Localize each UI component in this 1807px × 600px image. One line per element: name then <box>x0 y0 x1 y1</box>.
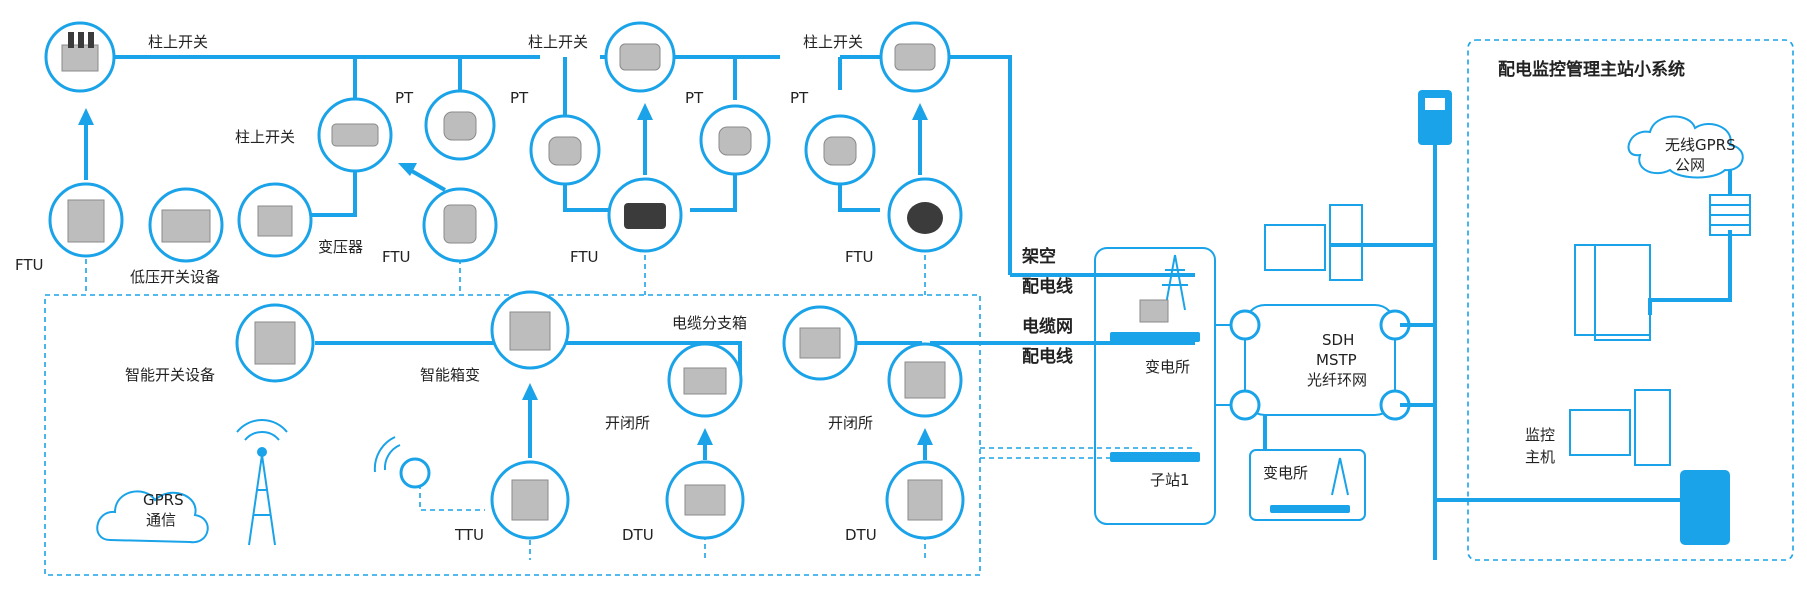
master-station-box <box>1467 39 1794 561</box>
dtu-device-1 <box>665 460 745 540</box>
rtu-device-top <box>1418 90 1452 145</box>
label-gprs-comm-2: 通信 <box>146 511 176 529</box>
pt-3 <box>699 104 771 176</box>
label-dtu-1: DTU <box>622 526 654 544</box>
label-substation: 变电所 <box>1145 358 1190 376</box>
smart-box-transformer-device <box>490 290 570 370</box>
label-ftu-2: FTU <box>382 248 411 266</box>
label-sdh-3: 光纤环网 <box>1307 371 1367 389</box>
ftu-2 <box>422 187 498 263</box>
label-switching-station-1: 开闭所 <box>605 414 650 432</box>
pole-switch-4 <box>879 21 951 93</box>
label-dtu-2: DTU <box>845 526 877 544</box>
ttu-device <box>490 460 570 540</box>
label-pt-3: PT <box>685 89 704 107</box>
label-monitor-host-2: 主机 <box>1525 448 1555 466</box>
dtu-device-2 <box>885 460 965 540</box>
label-smart-switchgear: 智能开关设备 <box>125 366 215 384</box>
master-bus <box>1330 140 1732 560</box>
label-lv-switchgear: 低压开关设备 <box>130 268 220 286</box>
ftu-3 <box>607 177 683 253</box>
label-pole-switch-3: 柱上开关 <box>528 33 588 51</box>
label-pole-switch-1: 柱上开关 <box>148 33 208 51</box>
label-cable-line-1: 电缆网 <box>1022 316 1073 337</box>
workstation-1 <box>1264 204 1363 281</box>
substation-box <box>1094 247 1216 525</box>
smart-switchgear-device <box>235 303 315 383</box>
ftu-4 <box>887 177 963 253</box>
label-switching-station-2: 开闭所 <box>828 414 873 432</box>
transformer-device <box>237 182 313 258</box>
switching-station-2-device <box>887 342 963 418</box>
label-pt-4: PT <box>790 89 809 107</box>
lv-switchgear-device <box>148 187 224 263</box>
label-sub-station: 子站1 <box>1150 471 1190 489</box>
handheld-terminal-icon <box>373 436 431 489</box>
label-monitor-host-1: 监控 <box>1525 426 1555 444</box>
label-pole-switch-4: 柱上开关 <box>803 33 863 51</box>
label-gprs-net-2: 公网 <box>1675 156 1705 174</box>
label-ftu-3: FTU <box>570 248 599 266</box>
pt-4 <box>804 114 876 186</box>
pt-2 <box>529 114 601 186</box>
pt-1 <box>424 89 496 161</box>
label-pt-1: PT <box>395 89 414 107</box>
label-ttu: TTU <box>454 526 484 544</box>
switching-station-1-device <box>667 342 743 418</box>
substation-2-box <box>1249 449 1366 521</box>
label-cable-line-2: 配电线 <box>1022 346 1073 367</box>
label-smart-box-transformer: 智能箱变 <box>420 366 480 384</box>
label-transformer: 变压器 <box>318 238 363 256</box>
cable-branch-box-device <box>782 305 858 381</box>
cable-network <box>44 294 1195 576</box>
label-overhead-line-2: 配电线 <box>1022 276 1073 297</box>
pole-switch-3 <box>604 21 676 93</box>
ftu-1 <box>48 182 124 258</box>
label-sdh-2: MSTP <box>1316 351 1357 369</box>
pole-switch-1 <box>44 21 116 93</box>
sdh-ring <box>1215 304 1435 450</box>
label-gprs-comm-1: GPRS <box>143 491 184 509</box>
label-gprs-net-1: 无线GPRS <box>1665 136 1736 154</box>
label-overhead-line-1: 架空 <box>1022 246 1056 267</box>
label-substation-2: 变电所 <box>1263 464 1308 482</box>
pole-switch-2 <box>317 97 393 173</box>
gprs-tower-icon <box>236 419 288 546</box>
label-pt-2: PT <box>510 89 529 107</box>
label-ftu-1: FTU <box>15 256 44 274</box>
label-sdh-1: SDH <box>1322 331 1354 349</box>
label-ftu-4: FTU <box>845 248 874 266</box>
label-pole-switch-2: 柱上开关 <box>235 128 295 146</box>
system-title: 配电监控管理主站小系统 <box>1498 59 1685 80</box>
gprs-cloud-icon <box>96 490 209 544</box>
label-cable-branch-box: 电缆分支箱 <box>672 314 747 332</box>
